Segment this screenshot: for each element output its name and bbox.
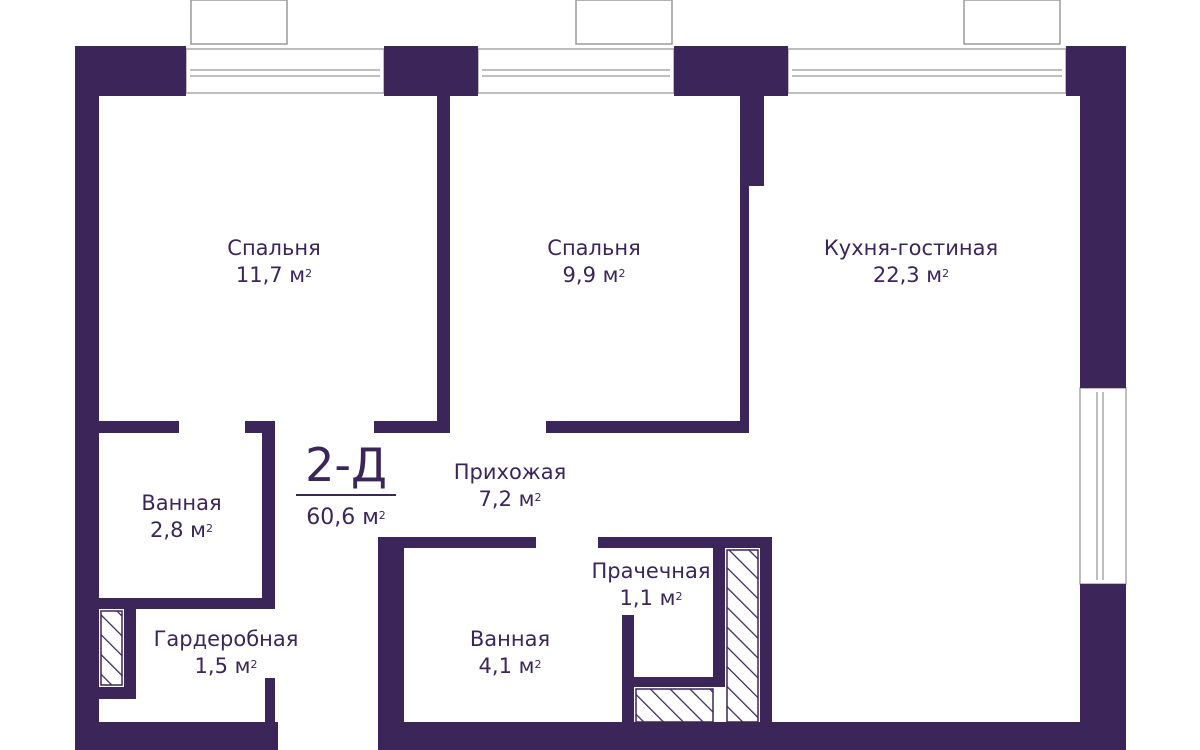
room-name: Ванная: [469, 627, 551, 651]
apartment-code: 2-Д: [305, 438, 387, 492]
window-kitchen: [787, 48, 1067, 94]
room-area: 1,5 м2: [194, 654, 258, 678]
shafts: [100, 549, 759, 723]
room-name: Гардеробная: [153, 627, 299, 651]
room-label-bedroom-2: Спальня 9,9 м2: [494, 235, 694, 289]
room-label-kitchen-living: Кухня-гостиная 22,3 м2: [786, 235, 1036, 289]
room-area: 7,2 м2: [478, 487, 542, 511]
balcony-left: [190, 0, 288, 45]
room-label-hallway: Прихожая 7,2 м2: [410, 459, 610, 513]
room-area: 1,1 м2: [619, 586, 683, 610]
room-area: 11,7 м2: [235, 263, 313, 287]
room-name: Спальня: [227, 236, 321, 260]
balcony-right: [963, 0, 1061, 45]
apartment-code-underline: [296, 494, 396, 496]
room-area: 9,9 м2: [562, 263, 626, 287]
room-label-wardrobe: Гардеробная 1,5 м2: [136, 626, 316, 680]
window-bedroom-2: [477, 48, 675, 94]
balcony-middle: [575, 0, 673, 45]
room-name: Прихожая: [453, 460, 567, 484]
windows-top: [185, 48, 1067, 94]
walls: [75, 46, 1126, 750]
balconies: [190, 0, 1061, 45]
window-bedroom-1: [185, 48, 385, 94]
room-name: Прачечная: [591, 559, 711, 583]
room-label-bathroom-main: Ванная 4,1 м2: [430, 626, 590, 680]
room-name: Ванная: [141, 491, 222, 515]
shaft-bathroom: [635, 688, 714, 723]
shaft-wardrobe: [100, 610, 123, 686]
room-name: Кухня-гостиная: [823, 236, 999, 260]
room-area: 2,8 м2: [150, 518, 213, 542]
room-label-laundry: Прачечная 1,1 м2: [576, 558, 726, 612]
window-right: [1079, 387, 1127, 585]
room-label-bathroom-left: Ванная 2,8 м2: [104, 490, 259, 544]
room-area: 22,3 м2: [872, 263, 950, 287]
room-area: 4,1 м2: [478, 654, 542, 678]
shaft-laundry: [726, 549, 759, 723]
apartment-total-area: 60,6 м2: [306, 505, 386, 530]
room-label-bedroom-1: Спальня 11,7 м2: [174, 235, 374, 289]
room-name: Спальня: [547, 236, 641, 260]
